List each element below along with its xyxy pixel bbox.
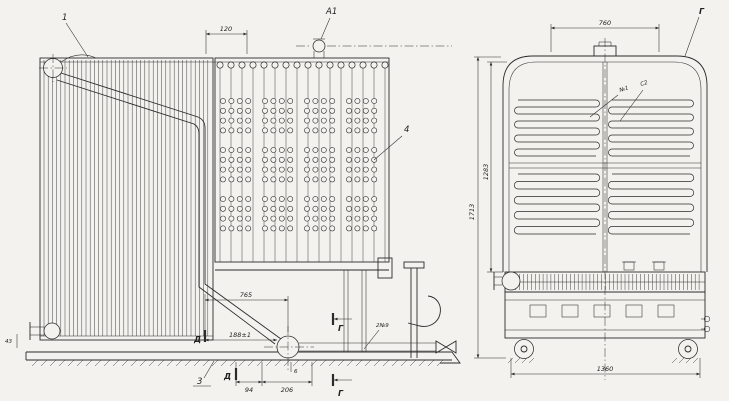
section-g-bottom-label: Г xyxy=(338,389,344,398)
tube-label-c2: С2 xyxy=(640,80,649,88)
dim-1713: 1713 xyxy=(468,56,506,359)
convection-panel xyxy=(214,57,390,263)
dim-765-text: 765 xyxy=(240,291,252,299)
tube-label-c2-leader xyxy=(619,89,644,122)
callout-a1-leader xyxy=(320,17,331,40)
dim-1360-text: 1360 xyxy=(597,365,614,373)
support-frame xyxy=(504,291,706,339)
pipe-mark-leader xyxy=(363,329,380,350)
callout-a1: А1 xyxy=(325,7,337,17)
ground-hatching-left xyxy=(507,357,535,364)
frame-panel xyxy=(625,304,643,318)
standpipe-flange xyxy=(403,261,425,269)
right-view: №1 С2 Г 760 1713 1283 xyxy=(468,7,711,380)
tube-label-n1-leader xyxy=(589,94,619,118)
drain-hook-pipe xyxy=(407,295,441,327)
callout-1-leader xyxy=(65,22,89,58)
dim-760: 760 xyxy=(550,19,660,52)
coil-upper-left xyxy=(514,99,600,157)
valve-symbol xyxy=(435,340,457,354)
section-d-bottom-label: Д xyxy=(223,372,231,381)
frame-fitting xyxy=(653,261,665,271)
bolt xyxy=(703,325,711,333)
dim-43-text: 43 xyxy=(5,339,12,345)
section-g-top: Г xyxy=(331,313,352,333)
section-d-top: Д xyxy=(193,330,207,344)
ground-hatching-right xyxy=(671,357,699,364)
dim-120-text: 120 xyxy=(220,25,232,33)
frame-panel xyxy=(561,304,579,318)
water-wall-tubes xyxy=(43,60,209,336)
section-d-top-label: Д xyxy=(193,335,201,344)
callout-4-leader xyxy=(373,135,403,161)
section-g-top-label: Г xyxy=(338,324,344,333)
dim-1283-text: 1283 xyxy=(482,164,490,181)
dim-94-text: 94 xyxy=(245,386,253,394)
pipe-mark-2n9: 2№9 xyxy=(376,323,389,329)
side-header-drum xyxy=(501,271,521,291)
callout-3: 3 xyxy=(197,377,202,387)
section-g-bottom: Г xyxy=(331,374,352,398)
dim-206-text: 206 xyxy=(281,386,293,394)
convection-tubes xyxy=(219,62,386,262)
section-d-bottom: Д xyxy=(223,368,238,381)
dim-1713-text: 1713 xyxy=(468,204,476,221)
dim-94-206: 94 206 xyxy=(235,362,313,394)
downcomer-pipe-outer xyxy=(60,72,282,340)
drum-top-pipe xyxy=(60,54,97,63)
safety-valve xyxy=(312,39,326,53)
coil-upper-right xyxy=(608,99,694,157)
tube-top-ports xyxy=(216,61,389,69)
coil-lower-left xyxy=(513,173,601,235)
ground-hatching xyxy=(31,359,444,367)
lower-header-left-hub xyxy=(520,345,528,353)
frame-fitting xyxy=(623,261,635,271)
dim-765: 765 xyxy=(204,291,289,332)
lower-header-right xyxy=(678,339,698,359)
dim-120: 120 xyxy=(205,25,248,54)
base-right-cap xyxy=(440,351,461,364)
water-wall-panel xyxy=(39,57,214,341)
callout-g: Г xyxy=(699,7,705,16)
lower-left-header xyxy=(43,322,61,340)
callout-g-leader xyxy=(684,16,700,57)
bolt xyxy=(703,315,711,323)
left-view: 120 1 А1 4 765 188±1 Д Д xyxy=(5,7,461,398)
callout-1: 1 xyxy=(62,13,67,23)
dim-1283: 1283 xyxy=(482,61,507,273)
dim-188-text: 188±1 xyxy=(229,331,251,339)
frame-panel xyxy=(593,304,611,318)
coil-lower-right xyxy=(607,173,695,235)
dim-6-text: 6 xyxy=(294,369,298,375)
dim-188: 188±1 xyxy=(205,331,277,342)
dim-760-text: 760 xyxy=(599,19,611,27)
downcomer-pipe-inner xyxy=(56,79,276,345)
tube-label-n1: №1 xyxy=(618,85,630,94)
callout-4: 4 xyxy=(404,125,409,135)
callout-3-leader xyxy=(203,360,215,379)
dim-1360: 1360 xyxy=(510,358,701,378)
lower-header-right-hub xyxy=(684,345,692,353)
frame-panel xyxy=(657,304,675,318)
frame-panel xyxy=(529,304,547,318)
tube-bundle-ports xyxy=(220,98,378,232)
lower-header-left xyxy=(514,339,534,359)
